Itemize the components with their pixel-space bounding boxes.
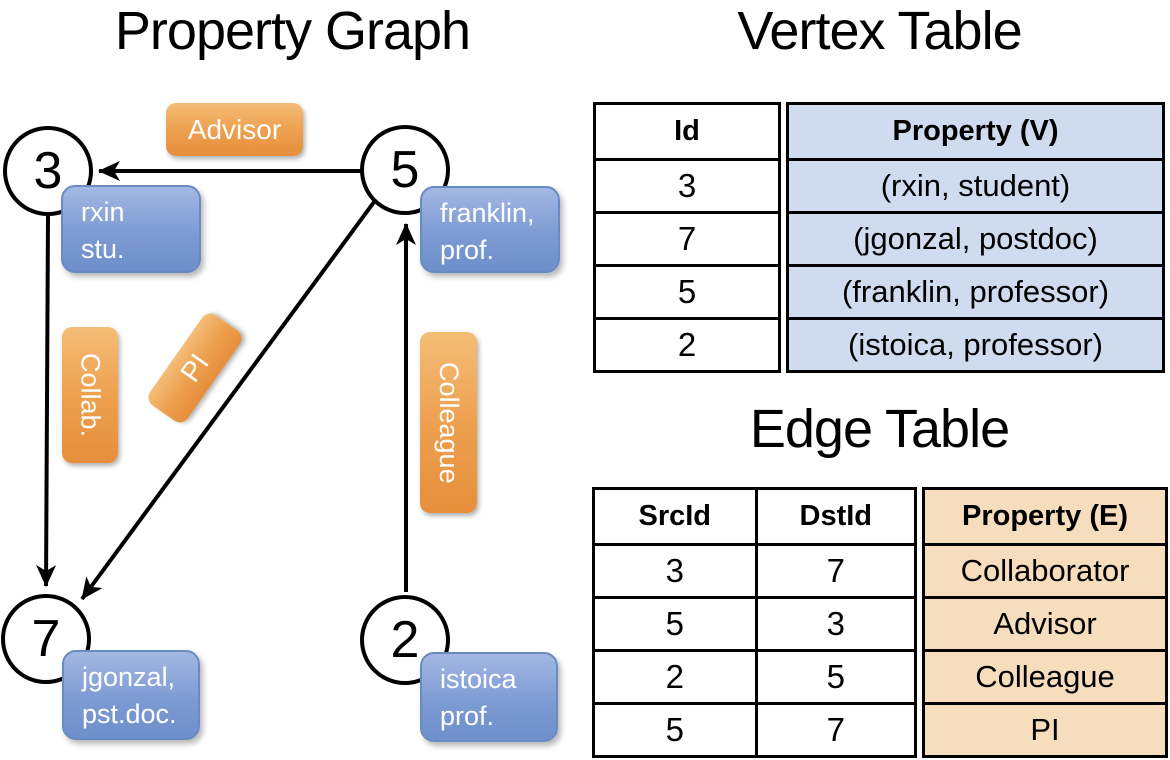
edge-table-src-dst-columns: SrcId DstId 3 7 5 3 2 5 5 7 xyxy=(592,487,917,758)
edge-table-src-cell: 5 xyxy=(595,596,755,649)
vertex-property-line: stu. xyxy=(81,234,125,264)
edge-table-src-cell: 3 xyxy=(595,543,755,596)
edge-table-dst-cell: 7 xyxy=(754,543,914,596)
edge-table-dst-header: DstId xyxy=(754,490,915,543)
vertex-property-line: istoica xyxy=(440,664,517,694)
vertex-property-line: prof. xyxy=(440,235,495,265)
vertex-property-box-5: franklin, prof. xyxy=(420,186,560,273)
vertex-table-property-cell: (franklin, professor) xyxy=(789,264,1162,317)
vertex-node-2: 2 xyxy=(360,595,450,685)
graph-title: Property Graph xyxy=(114,1,471,61)
edge-table-dst-cell: 7 xyxy=(754,702,914,755)
vertex-id: 3 xyxy=(33,142,63,200)
vertex-table-id-header: Id xyxy=(674,115,700,147)
vertex-property-line: prof. xyxy=(440,701,495,731)
vertex-table-id-cell: 3 xyxy=(596,158,778,211)
edge-table-src-header: SrcId xyxy=(638,500,712,532)
vertex-id: 5 xyxy=(390,141,420,199)
graph-edges-layer xyxy=(36,161,416,601)
edge-collab-arrow xyxy=(36,215,57,587)
edge-table-dst-cell: 3 xyxy=(754,596,914,649)
vertex-table-property-column: Property (V) (rxin, student) (jgonzal, p… xyxy=(786,102,1165,373)
vertex-property-line: franklin, xyxy=(440,198,535,228)
vertex-table-property-cell: (rxin, student) xyxy=(789,158,1162,211)
edge-table-src-cell: 2 xyxy=(595,649,755,702)
edge-table-property-cell: PI xyxy=(925,702,1165,755)
edge-label-collab: Collab. xyxy=(62,327,118,463)
edge-table-property-cell: Collaborator xyxy=(925,543,1165,596)
edge-table-dst-cell: 5 xyxy=(754,649,914,702)
vertex-table-property-header: Property (V) xyxy=(892,115,1059,147)
vertex-property-box-3: rxin stu. xyxy=(61,185,201,273)
edge-table-property-cell: Advisor xyxy=(925,596,1165,649)
vertex-table-id-cell: 5 xyxy=(596,264,778,317)
edge-table-title: Edge Table xyxy=(749,399,1010,459)
vertex-node-5: 5 xyxy=(360,125,450,215)
vertex-property-line: jgonzal, xyxy=(82,662,176,692)
vertex-property-box-2: istoica prof. xyxy=(420,652,558,742)
vertex-property-line: rxin xyxy=(81,197,125,227)
vertex-table-property-cell: (jgonzal, postdoc) xyxy=(789,211,1162,264)
vertex-id: 7 xyxy=(31,610,61,668)
vertex-table-title: Vertex Table xyxy=(737,1,1022,61)
edge-label-advisor: Advisor xyxy=(166,103,303,156)
vertex-id: 2 xyxy=(390,611,420,669)
edge-pi-arrow xyxy=(80,200,376,601)
edge-table-property-column: Property (E) Collaborator Advisor Collea… xyxy=(922,487,1168,758)
edge-table-src-cell: 5 xyxy=(595,702,755,755)
vertex-property-box-7: jgonzal, pst.doc. xyxy=(62,650,200,740)
edge-table-property-cell: Colleague xyxy=(925,649,1165,702)
vertex-table-property-cell: (istoica, professor) xyxy=(789,317,1162,370)
vertex-table-id-column: Id 3 7 5 2 xyxy=(593,102,781,373)
vertex-table-id-cell: 2 xyxy=(596,317,778,370)
edge-table-property-header: Property (E) xyxy=(962,500,1128,532)
vertex-property-line: pst.doc. xyxy=(82,699,177,729)
vertex-table-id-cell: 7 xyxy=(596,211,778,264)
edge-label-colleague: Colleague xyxy=(420,332,477,513)
